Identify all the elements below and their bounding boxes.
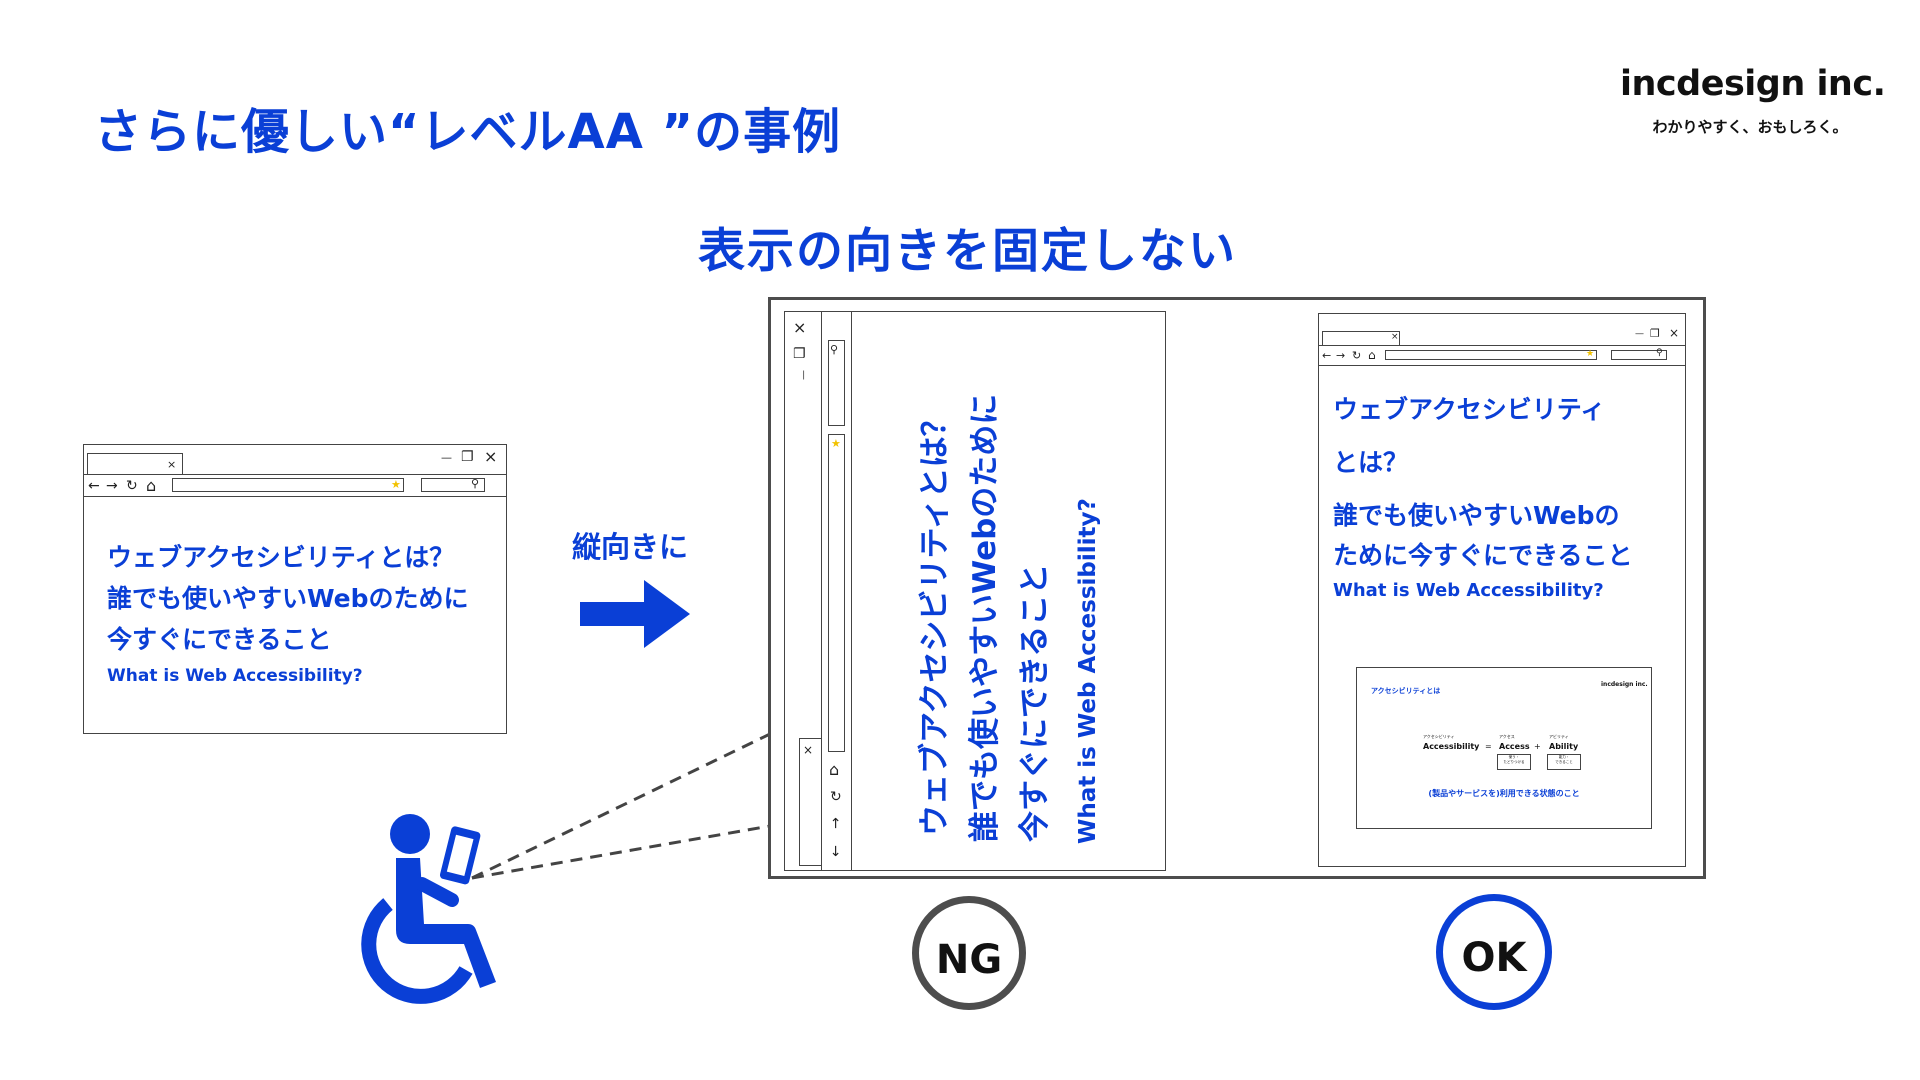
right-arrow-icon	[580, 580, 690, 648]
home-icon[interactable]: ⌂	[829, 760, 840, 779]
back-icon[interactable]: ←	[827, 845, 844, 857]
search-icon[interactable]: ⚲	[471, 477, 480, 490]
maximize-icon[interactable]: ❐	[461, 449, 474, 465]
browser-tab[interactable]	[799, 738, 821, 866]
home-icon[interactable]: ⌂	[146, 476, 157, 495]
slide-definition: (製品やサービスを)利用できる状態のこと	[1428, 789, 1580, 798]
minimize-icon[interactable]: —	[1635, 329, 1644, 339]
wheelchair-user-icon	[361, 814, 496, 1004]
forward-icon[interactable]: →	[827, 817, 844, 829]
ok-heading-3: 誰でも使いやすいWebの	[1333, 501, 1620, 530]
address-bar[interactable]	[1385, 350, 1597, 360]
search-icon[interactable]: ⚲	[830, 343, 839, 356]
address-bar[interactable]	[172, 478, 404, 492]
minimize-icon[interactable]: —	[798, 370, 809, 380]
equals-sign: =	[1485, 742, 1492, 751]
ng-badge: NG	[912, 896, 1026, 1010]
content-heading-2: 誰でも使いやすいWebのために	[107, 584, 469, 613]
forward-icon[interactable]: →	[1336, 349, 1346, 362]
slide-subtitle: 表示の向きを固定しない	[698, 224, 1237, 279]
search-box[interactable]	[421, 478, 485, 492]
brand-logo: incdesign inc.	[1620, 64, 1886, 104]
term2-ruby: アクセス	[1499, 734, 1515, 739]
ok-heading-1: ウェブアクセシビリティ	[1333, 395, 1606, 424]
forward-icon[interactable]: →	[106, 478, 118, 494]
term2-note: 使う・ たどりつける	[1497, 754, 1531, 770]
term3-note: 能力・ できること	[1547, 754, 1581, 770]
ng-heading-3: 今すぐにできること	[1017, 563, 1053, 842]
ng-english: What is Web Accessibility?	[1075, 498, 1101, 844]
ok-portrait-browser: × — ❐ × ← → ↻ ⌂ ★ ⚲ ウェブアクセシビリティ とは？ 誰でも使…	[1318, 313, 1686, 867]
browser-tab[interactable]	[87, 453, 183, 475]
search-box[interactable]	[828, 340, 845, 426]
search-icon[interactable]: ⚲	[1656, 348, 1663, 358]
star-icon[interactable]: ★	[391, 478, 401, 491]
brand-tagline: わかりやすく、おもしろく。	[1652, 118, 1848, 136]
reload-icon[interactable]: ↻	[830, 789, 842, 805]
ok-heading-4: ために今すぐにできること	[1333, 541, 1633, 570]
close-icon[interactable]: ×	[484, 447, 498, 466]
page-title: さらに優しい“レベルAA ”の事例	[94, 104, 842, 160]
maximize-icon[interactable]: ❐	[793, 346, 806, 362]
term3: Ability	[1549, 742, 1579, 751]
tab-close-icon[interactable]: ×	[803, 743, 814, 757]
content-heading-3: 今すぐにできること	[107, 625, 332, 654]
tab-close-icon[interactable]: ×	[1391, 332, 1399, 342]
ng-rotated-browser: × ❐ — × ⚲ ★ ⌂ ↻ → ← ウェブアクセシビリティとは？ 誰でも使い…	[784, 311, 1166, 871]
content-english: What is Web Accessibility?	[107, 666, 363, 686]
reload-icon[interactable]: ↻	[126, 478, 138, 494]
term1-ruby: アクセシビリティ	[1423, 734, 1455, 739]
close-icon[interactable]: ×	[793, 318, 807, 337]
back-icon[interactable]: ←	[1322, 349, 1332, 362]
comparison-frame	[768, 297, 1706, 879]
term1: Accessibility	[1423, 742, 1480, 751]
ng-heading-1: ウェブアクセシビリティとは？	[917, 405, 953, 836]
ok-english: What is Web Accessibility?	[1333, 580, 1604, 601]
term2: Access	[1499, 742, 1530, 751]
tab-close-icon[interactable]: ×	[167, 458, 177, 471]
plus-sign: +	[1534, 742, 1541, 751]
maximize-icon[interactable]: ❐	[1650, 327, 1660, 340]
address-bar[interactable]	[828, 434, 845, 752]
content-heading-1: ウェブアクセシビリティとは？	[107, 543, 455, 572]
back-icon[interactable]: ←	[88, 478, 100, 494]
ok-heading-2: とは？	[1333, 448, 1409, 477]
ok-badge: OK	[1436, 894, 1552, 1010]
reload-icon[interactable]: ↻	[1352, 349, 1362, 362]
close-icon[interactable]: ×	[1669, 326, 1680, 340]
minimize-icon[interactable]: —	[441, 451, 452, 464]
slide-brand: incdesign inc.	[1601, 681, 1648, 688]
star-icon[interactable]: ★	[831, 437, 841, 450]
slide-title: アクセシビリティとは	[1371, 687, 1441, 695]
embedded-slide: アクセシビリティとは incdesign inc. アクセシビリティ Acces…	[1356, 667, 1652, 829]
term3-ruby: アビリティ	[1549, 734, 1569, 739]
ng-heading-2: 誰でも使いやすいWebのために	[967, 393, 1003, 842]
landscape-browser-window: × — ❐ × ← → ↻ ⌂ ★ ⚲ ウェブアクセシビリティとは？ 誰でも使い…	[83, 444, 507, 734]
browser-tab[interactable]	[1322, 331, 1400, 345]
search-box[interactable]	[1611, 350, 1667, 360]
star-icon[interactable]: ★	[1586, 349, 1595, 359]
home-icon[interactable]: ⌂	[1368, 348, 1376, 362]
arrow-label: 縦向きに	[572, 530, 689, 564]
